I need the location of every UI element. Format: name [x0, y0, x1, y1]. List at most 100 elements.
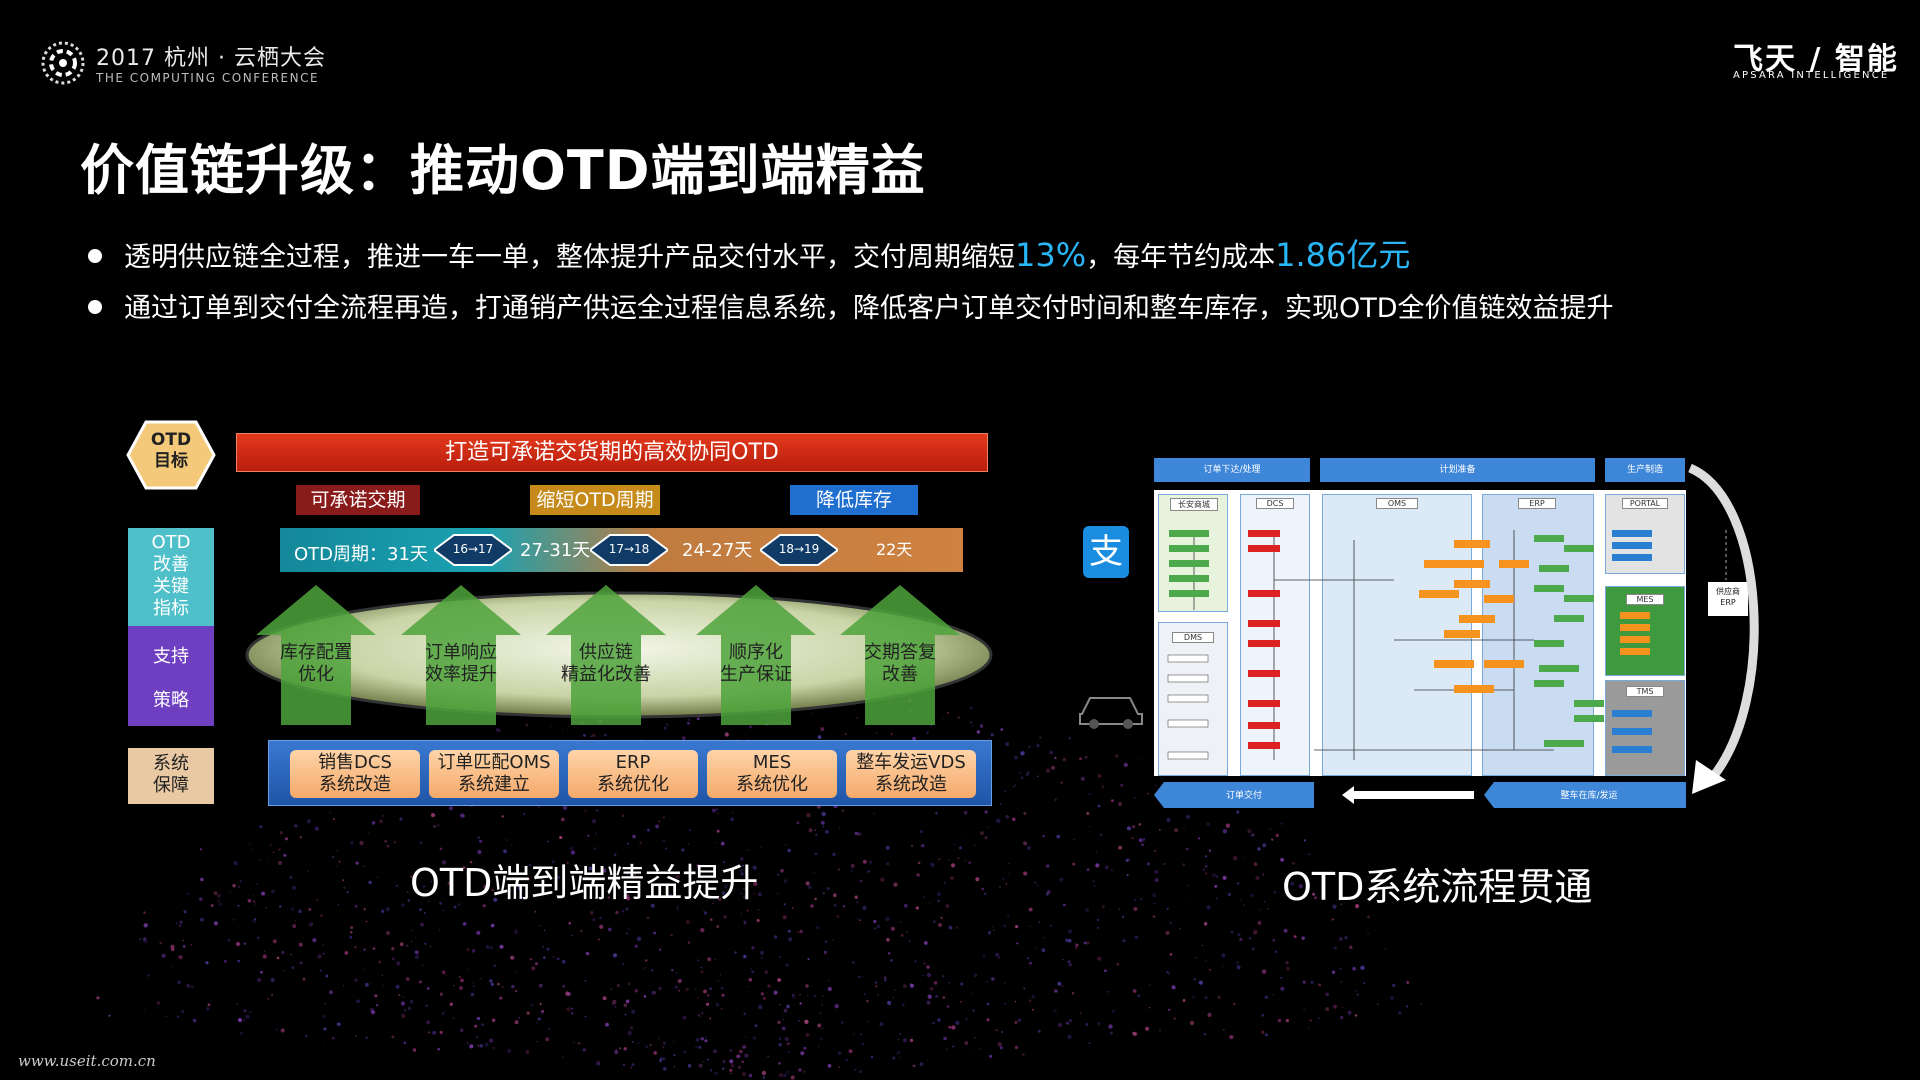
particle: [381, 909, 385, 913]
particle: [395, 984, 400, 989]
particle: [1126, 826, 1131, 831]
particle: [1004, 790, 1007, 793]
particle: [1235, 961, 1240, 965]
particle: [1367, 915, 1370, 919]
particle: [627, 1030, 632, 1035]
particle: [857, 832, 861, 836]
particle: [838, 868, 840, 871]
particle: [237, 1018, 243, 1023]
particle: [324, 1002, 327, 1005]
particle: [459, 976, 461, 978]
particle: [1134, 935, 1139, 940]
particle: [1101, 785, 1105, 789]
particle: [740, 857, 744, 861]
particle: [834, 1004, 839, 1009]
particle: [998, 886, 1002, 889]
particle: [935, 994, 939, 999]
particle: [778, 1043, 782, 1047]
particle: [1158, 829, 1161, 831]
particle: [1095, 851, 1097, 853]
particle: [311, 923, 313, 925]
particle: [453, 984, 455, 987]
particle: [322, 1014, 326, 1019]
particle: [1269, 828, 1272, 831]
particle: [259, 859, 262, 861]
particle: [1079, 757, 1082, 761]
particle: [263, 950, 266, 952]
particle: [673, 1040, 675, 1043]
particle: [906, 930, 909, 933]
particle: [892, 996, 895, 999]
particle: [362, 969, 364, 971]
particle: [699, 1015, 702, 1018]
particle: [689, 829, 691, 832]
particle: [399, 942, 404, 947]
particle: [439, 901, 443, 905]
particle: [677, 908, 679, 910]
particle: [757, 909, 760, 911]
particle: [1262, 873, 1265, 876]
particle: [827, 1063, 832, 1068]
particle: [1264, 995, 1269, 1000]
particle: [1008, 862, 1010, 865]
system-erp: ERP 系统优化: [568, 750, 698, 798]
particle: [1182, 999, 1186, 1002]
particle: [1257, 920, 1262, 925]
particle: [687, 941, 691, 944]
particle: [893, 882, 898, 887]
particle: [974, 1036, 976, 1039]
particle: [292, 924, 297, 929]
particle: [756, 919, 760, 922]
particle: [1117, 801, 1123, 807]
particle: [623, 1047, 627, 1051]
particle: [403, 1041, 407, 1045]
particle: [1227, 892, 1232, 897]
particle: [346, 891, 349, 894]
particle: [678, 989, 680, 992]
particle: [926, 1000, 931, 1005]
particle: [1097, 774, 1102, 778]
particle: [236, 1002, 239, 1005]
particle: [1204, 864, 1208, 868]
particle: [880, 877, 885, 882]
particle: [783, 1073, 787, 1078]
particle: [279, 831, 283, 835]
particle: [833, 893, 837, 897]
particle: [622, 1063, 626, 1066]
particle: [342, 879, 345, 882]
panel-title-portal: PORTAL: [1622, 498, 1668, 509]
bullet-dot-icon: [88, 299, 102, 314]
particle: [580, 930, 583, 932]
particle: [854, 895, 858, 899]
particle: [372, 947, 376, 950]
particle: [272, 939, 277, 944]
particle: [472, 952, 474, 954]
particle: [308, 908, 312, 911]
particle: [679, 979, 682, 982]
particle: [885, 845, 890, 850]
particle: [332, 856, 335, 859]
cycle-step-2: 17→18: [608, 542, 650, 556]
particle: [143, 923, 148, 928]
particle: [854, 831, 858, 836]
particle: [161, 953, 166, 958]
panel-title-dcs: DCS: [1256, 498, 1294, 509]
particle: [378, 960, 382, 964]
particle: [536, 1021, 538, 1024]
particle: [808, 828, 813, 833]
particle: [1045, 864, 1050, 868]
particle: [798, 993, 802, 996]
particle: [1363, 982, 1366, 984]
particle: [233, 861, 238, 866]
particle: [338, 860, 341, 863]
particle: [743, 954, 747, 959]
particle: [385, 930, 391, 936]
particle: [1014, 784, 1016, 786]
particle: [1221, 953, 1226, 958]
particle: [1080, 776, 1085, 781]
particle: [594, 897, 597, 899]
particle: [1061, 985, 1064, 988]
particle: [1016, 942, 1019, 945]
particle: [644, 967, 646, 969]
particle: [948, 859, 950, 862]
